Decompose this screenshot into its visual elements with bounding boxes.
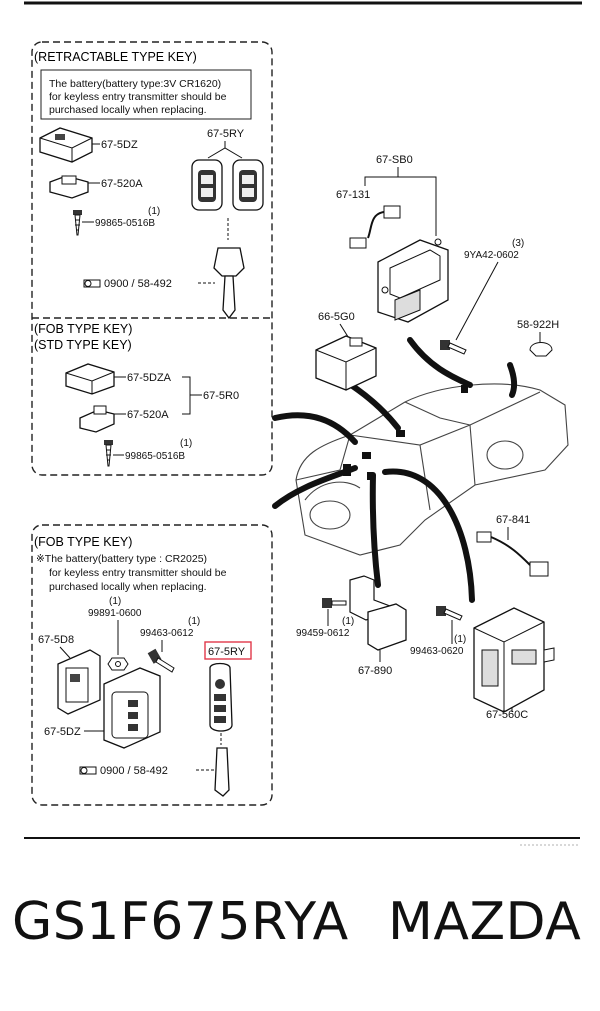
bolt-99463-right xyxy=(436,606,463,621)
screw-99865-retractable xyxy=(73,210,82,236)
label-675dz-fob: 67-5DZ xyxy=(44,726,81,738)
label-67560c: 67-560C xyxy=(486,709,528,721)
module-67890 xyxy=(349,575,407,651)
label-99865-retractable: 99865-0516B xyxy=(95,218,155,229)
label-58922h: 58-922H xyxy=(517,319,559,331)
retractable-note-line-2: for keyless entry transmitter should be xyxy=(49,91,227,103)
label-67sb0: 67-SB0 xyxy=(376,154,413,166)
vehicle-outline xyxy=(295,383,569,556)
qty-99865-std: (1) xyxy=(180,438,192,449)
brand-name: MAZDA xyxy=(388,892,582,952)
harness-67131 xyxy=(349,205,401,249)
label-675ry-fob: 67-5RY xyxy=(208,646,246,658)
retractable-title: (RETRACTABLE TYPE KEY) xyxy=(34,50,197,64)
fob-std-title-2: (STD TYPE KEY) xyxy=(34,338,132,352)
label-67131: 67-131 xyxy=(336,189,370,201)
retractable-note-line-1: The battery(battery type:3V CR1620) xyxy=(49,78,221,90)
fob-note-line-3: purchased locally when replacing. xyxy=(49,581,207,593)
key-blank-icon-fob xyxy=(79,766,97,775)
fob-key-box xyxy=(31,524,273,806)
part-675dz-fob xyxy=(103,667,161,749)
part-67520a-std xyxy=(79,405,115,433)
label-67890: 67-890 xyxy=(358,665,392,677)
qty-99891: (1) xyxy=(109,596,121,607)
qty-99463-fob: (1) xyxy=(188,616,200,627)
label-99865-std: 99865-0516B xyxy=(125,451,185,462)
retractable-note-box xyxy=(40,69,252,120)
module-67sb0 xyxy=(377,238,449,323)
sensor-58922h xyxy=(529,342,553,357)
qty-9ya42: (3) xyxy=(512,238,524,249)
label-99463-right: 99463-0620 xyxy=(410,646,464,657)
qty-99463-right: (1) xyxy=(454,634,466,645)
bolt-9ya42 xyxy=(440,340,467,355)
fob-note-line-2: for keyless entry transmitter should be xyxy=(49,567,227,579)
module-67560c xyxy=(473,607,555,713)
label-675ry-retractable: 67-5RY xyxy=(207,128,245,140)
label-9ya42: 9YA42-0602 xyxy=(464,250,519,261)
fob-std-title-1: (FOB TYPE KEY) xyxy=(34,322,132,336)
label-67520a-retractable: 67-520A xyxy=(101,178,143,190)
label-675r0: 67-5R0 xyxy=(203,390,239,402)
nut-99891 xyxy=(107,657,129,671)
highlight-675ry xyxy=(204,641,252,660)
retractable-note-line-3: purchased locally when replacing. xyxy=(49,104,207,116)
fob-emergency-key xyxy=(214,747,230,797)
part-675dz-retractable xyxy=(39,127,93,163)
pointer-arcs xyxy=(272,337,518,603)
label-99463-fob: 99463-0612 xyxy=(140,628,194,639)
retractable-key-fob-left xyxy=(191,159,223,211)
qty-99865-retractable: (1) xyxy=(148,206,160,217)
label-99459: 99459-0612 xyxy=(296,628,350,639)
label-67520a-std: 67-520A xyxy=(127,409,169,421)
label-0900-fob: 0900 / 58-492 xyxy=(100,765,168,777)
label-675dza: 67-5DZA xyxy=(127,372,172,384)
bolt-99463-fob xyxy=(147,648,175,673)
part-number: GS1F675RYA xyxy=(12,892,349,952)
antenna-665g0 xyxy=(315,335,377,391)
part-675d8 xyxy=(57,649,101,715)
label-665g0: 66-5G0 xyxy=(318,311,355,323)
fob-key-smart xyxy=(209,662,233,732)
qty-99459: (1) xyxy=(342,616,354,627)
part-67520a-retractable xyxy=(49,175,89,199)
retractable-key-fob-right xyxy=(232,159,264,211)
harness-67841 xyxy=(476,531,549,577)
retractable-key-blade xyxy=(213,247,245,320)
label-67841: 67-841 xyxy=(496,514,530,526)
screw-99865-std xyxy=(104,440,113,467)
label-0900-retractable: 0900 / 58-492 xyxy=(104,278,172,290)
part-number-caption: GS1F675RYA MAZDA xyxy=(0,892,600,982)
label-675d8: 67-5D8 xyxy=(38,634,74,646)
key-blank-icon-retractable xyxy=(83,279,101,288)
retractable-key-box xyxy=(31,41,273,476)
part-675dza xyxy=(65,363,115,395)
label-675dz-retractable: 67-5DZ xyxy=(101,139,138,151)
fob-note-line-1: ※The battery(battery type : CR2025) xyxy=(36,553,207,565)
label-99891: 99891-0600 xyxy=(88,608,142,619)
fob-title: (FOB TYPE KEY) xyxy=(34,535,132,549)
bolt-99459 xyxy=(322,598,347,608)
